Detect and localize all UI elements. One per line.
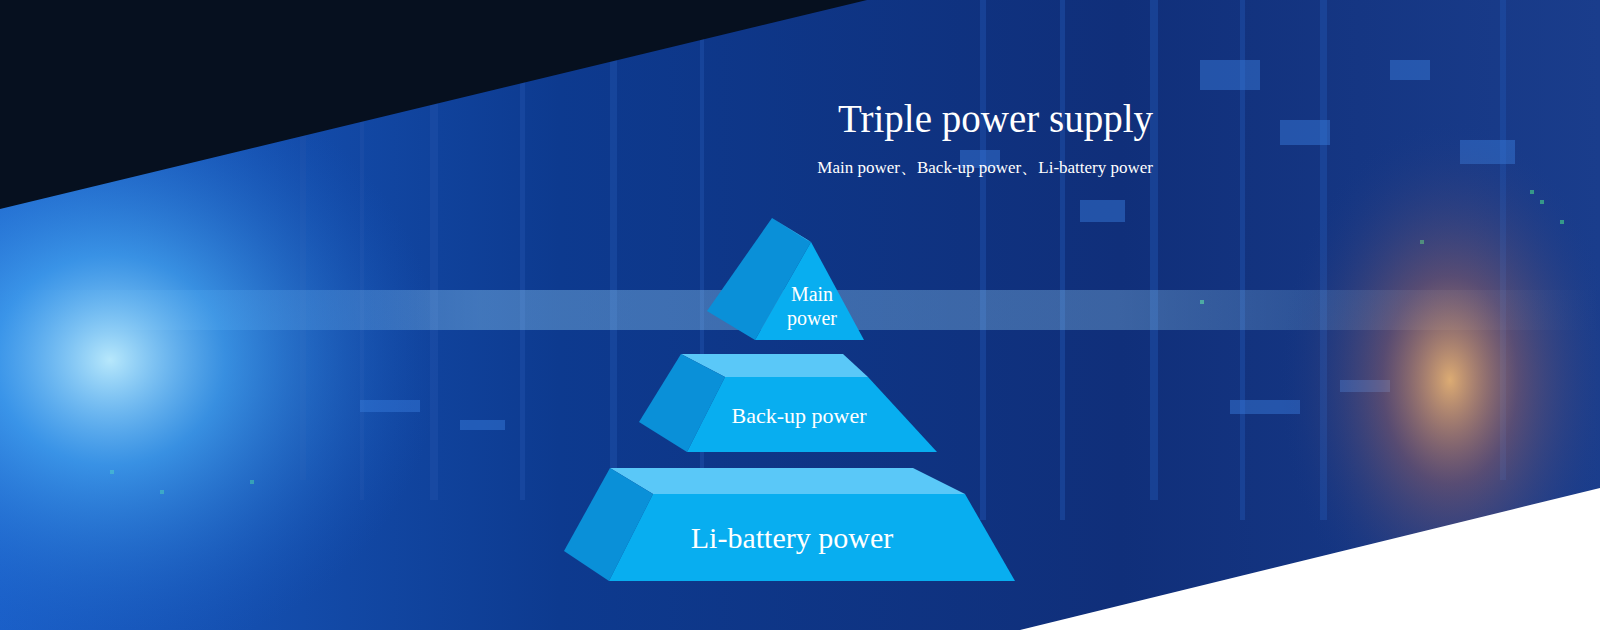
layer-label: Back-up power <box>709 403 889 429</box>
layer-face <box>610 468 965 494</box>
pyramid-layer: Main power <box>707 218 864 340</box>
layer-label: Li-battery power <box>636 520 948 556</box>
layer-face <box>755 242 864 340</box>
pyramid-layer: Li-battery power <box>564 468 1015 581</box>
layer-label: Main power <box>773 282 851 330</box>
layer-face <box>687 377 937 452</box>
subtitle: Main power、Back-up power、Li-battery powe… <box>817 156 1153 179</box>
layer-shape <box>707 218 864 340</box>
pyramid-layer: Back-up power <box>639 354 937 452</box>
layer-face <box>609 494 1015 581</box>
page-title: Triple power supply <box>838 96 1153 141</box>
layer-face <box>772 218 811 242</box>
